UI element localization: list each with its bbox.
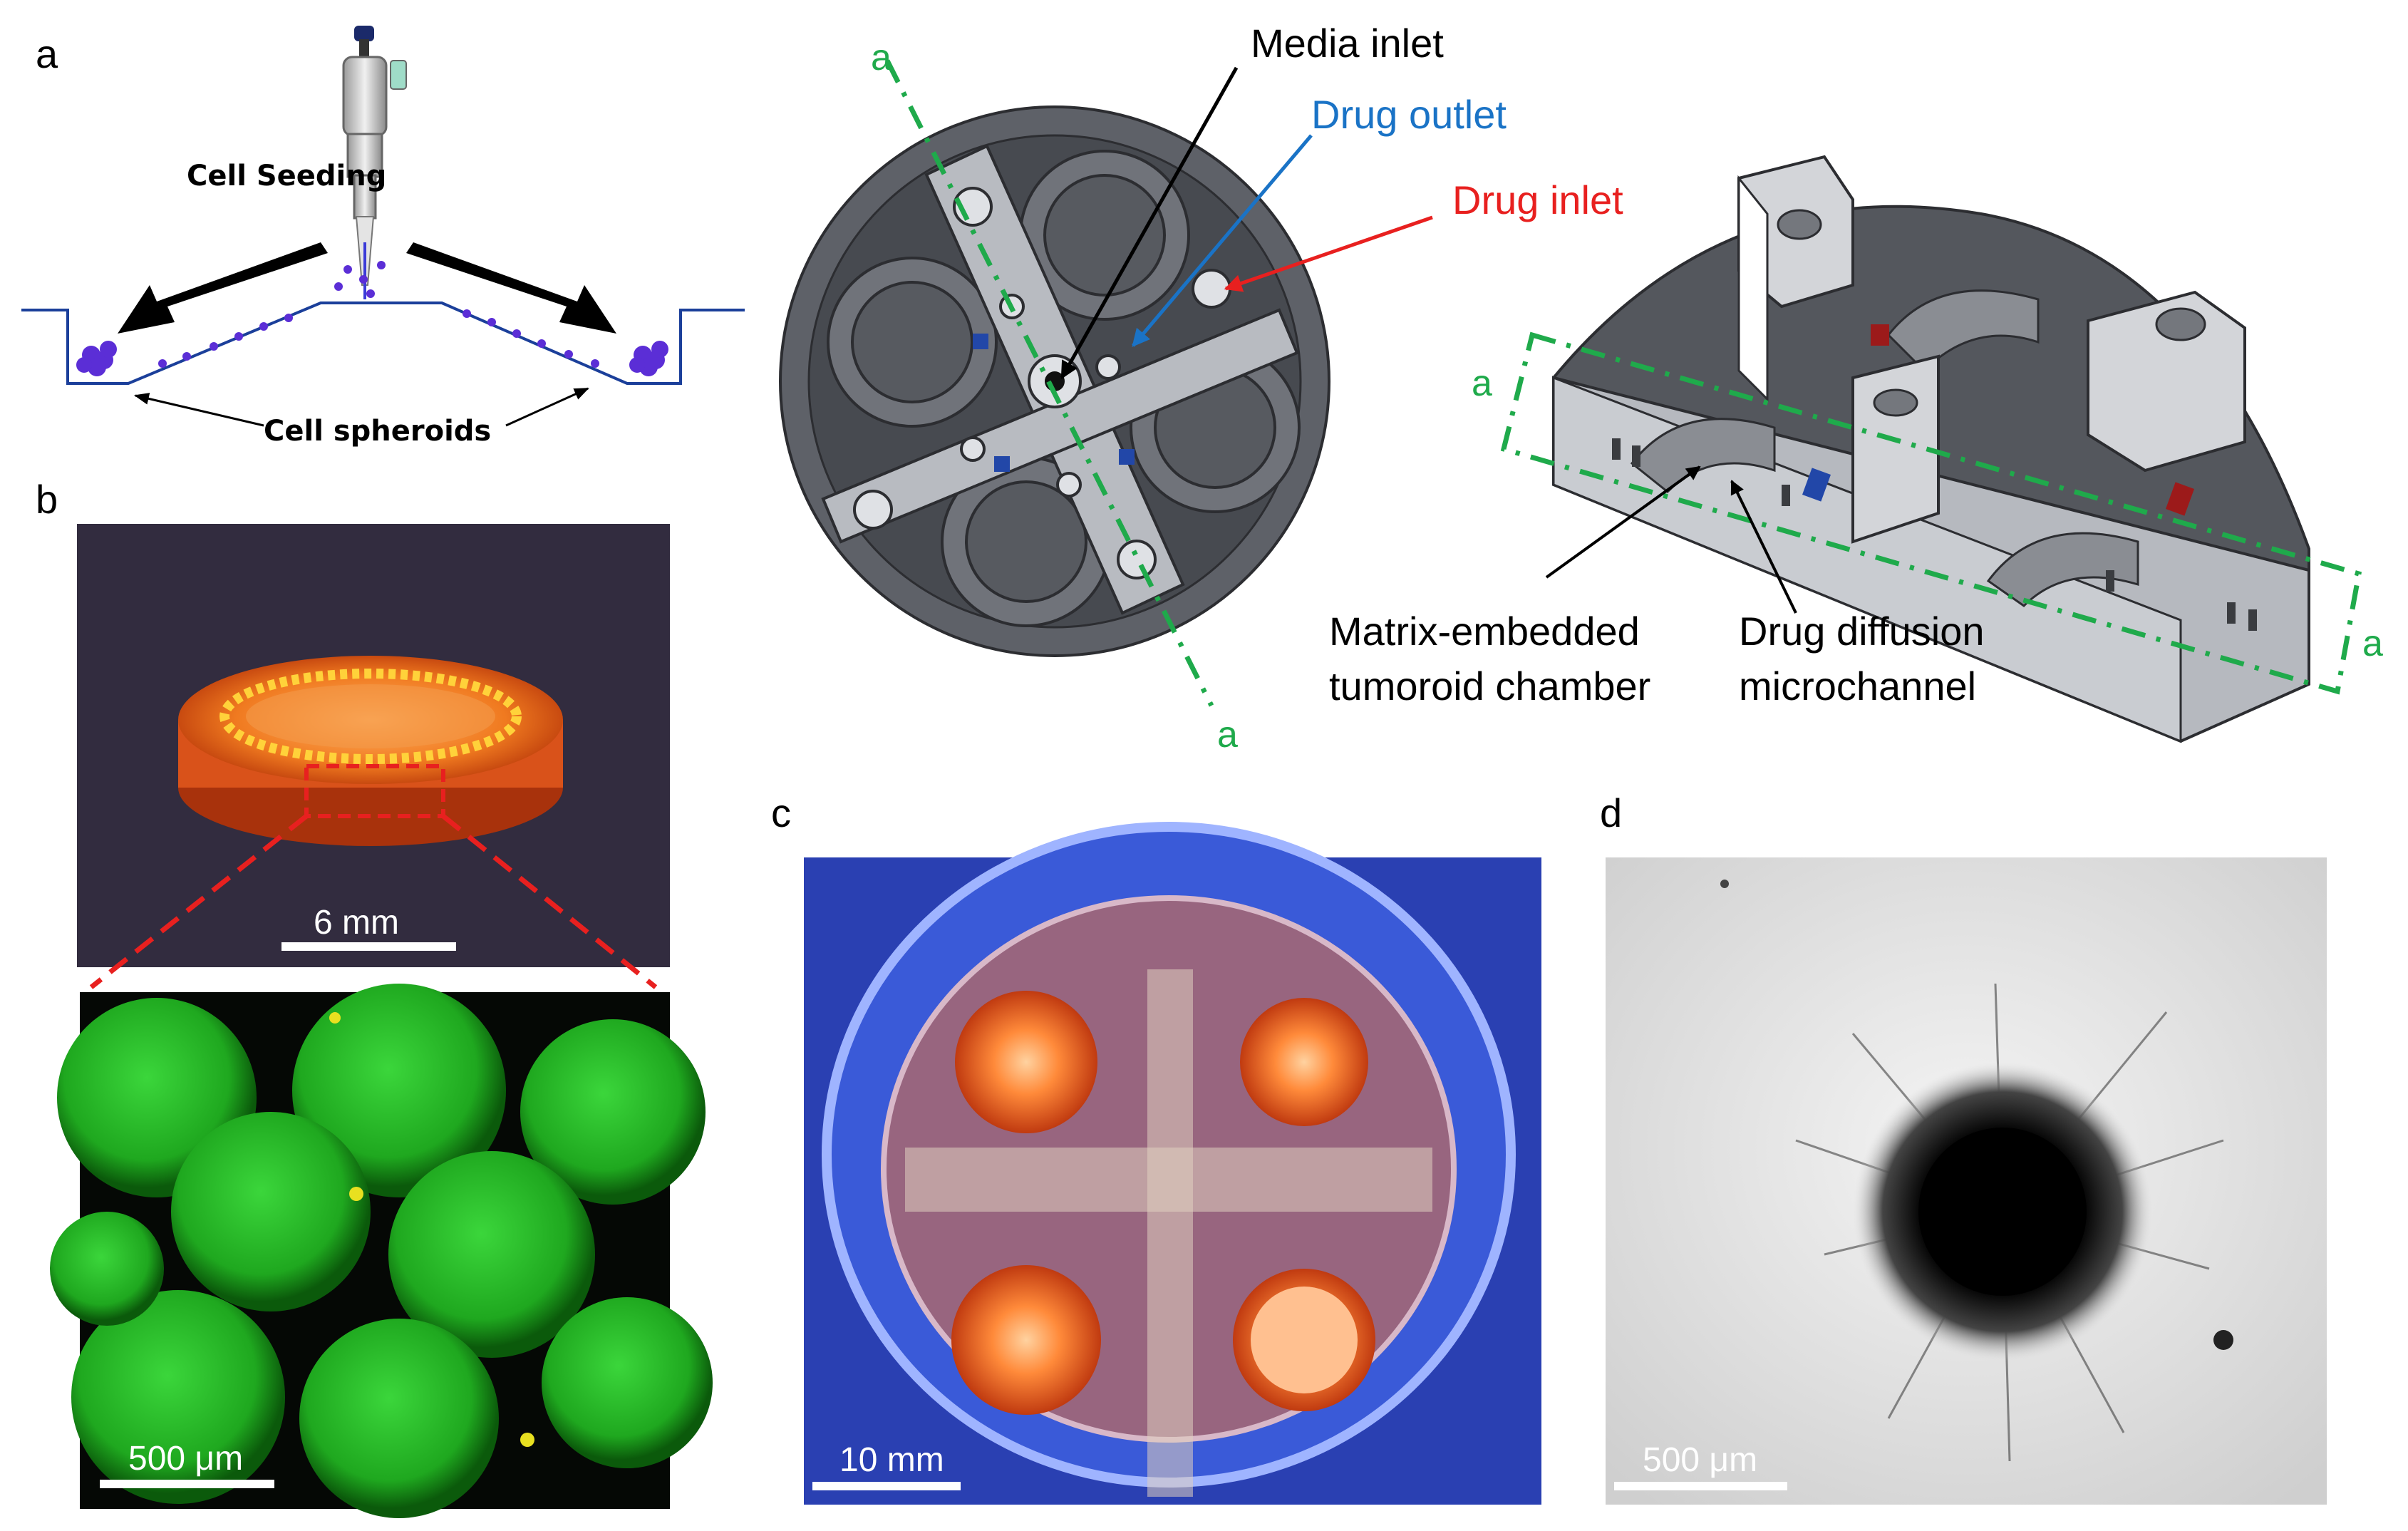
photo-b-bottom: 500 μm (50, 984, 713, 1518)
section-mark-box-start: a (1472, 363, 1492, 404)
section-line-top (884, 59, 1214, 707)
panel-label-a: a (36, 31, 58, 76)
media-inlet-arrow (1060, 66, 1239, 380)
panel-a-schematic: a Cell Seeding (21, 26, 745, 448)
drug-inlet-label: Drug inlet (1452, 177, 1623, 222)
well-profile (21, 301, 745, 385)
scale-bar-b-bottom: 500 μm (128, 1440, 243, 1478)
scale-bar-c: 10 mm (839, 1441, 944, 1479)
spheroid-pointer-left (133, 393, 264, 427)
photo-b-top: 6 mm (77, 524, 670, 967)
microchannel-pointer (1730, 480, 1797, 614)
cell-seeding-label: Cell Seeding (187, 160, 386, 192)
scale-bar-d: 500 μm (1643, 1441, 1757, 1479)
section-mark-top-start: a (871, 37, 892, 78)
matrix-chamber-label-1: Matrix-embedded (1329, 609, 1640, 654)
panel-label-c: c (771, 790, 791, 835)
spheroid-cluster-right (629, 341, 668, 376)
zoom-line-left (89, 814, 309, 989)
matrix-chamber-label-2: tumoroid chamber (1329, 664, 1650, 708)
zoom-line-right (441, 814, 658, 989)
media-inlet-label: Media inlet (1251, 21, 1444, 66)
panel-label-b: b (36, 477, 58, 522)
pipette-icon (342, 26, 407, 299)
photo-d: 500 μm (1606, 857, 2327, 1505)
section-mark-box-end: a (2362, 623, 2383, 664)
falling-cells (158, 261, 599, 368)
chamber-pointer (1545, 465, 1701, 579)
cell-spheroids-label: Cell spheroids (264, 415, 491, 448)
left-flow-arrow (118, 242, 328, 334)
drug-outlet-label: Drug outlet (1311, 92, 1507, 137)
drug-channel-label-2: microchannel (1739, 664, 1976, 708)
device-top-view (779, 105, 1330, 657)
drug-inlet-arrow (1224, 215, 1433, 292)
spheroid-cluster-left (76, 341, 117, 376)
section-box (1500, 331, 2362, 695)
drug-outlet-arrow (1132, 134, 1313, 347)
spheroid-pointer-right (505, 387, 589, 427)
right-flow-arrow (406, 242, 616, 334)
scale-bar-b-top: 6 mm (314, 904, 399, 942)
photo-c: 10 mm (804, 822, 1541, 1505)
device-cross-section (1552, 155, 2310, 743)
section-mark-top-end: a (1217, 714, 1238, 756)
drug-channel-label-1: Drug diffusion (1739, 609, 1985, 654)
panel-label-d: d (1600, 790, 1622, 835)
